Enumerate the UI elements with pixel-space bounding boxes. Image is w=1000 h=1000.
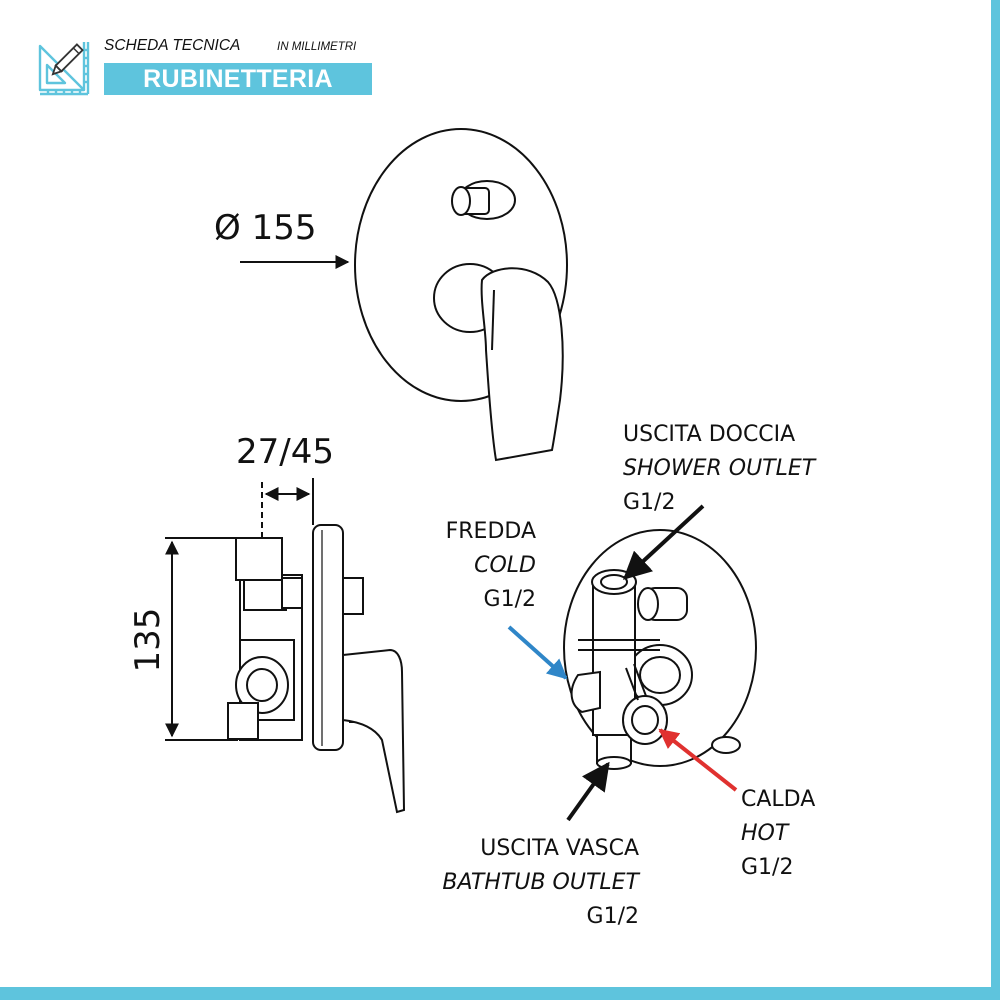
shower-outlet-thread: G1/2: [623, 490, 676, 515]
diameter-label: Ø 155: [214, 208, 317, 248]
cold-inlet-en: COLD: [474, 553, 536, 578]
iso-view: [563, 529, 757, 770]
cold-inlet-it: FREDDA: [445, 519, 536, 544]
front-view: [354, 128, 568, 462]
side-plate: [312, 524, 344, 751]
cold-inlet-label: FREDDA COLD G1/2: [446, 515, 536, 617]
unit-note: IN MILLIMETRI: [277, 41, 357, 53]
cold-inlet-arrow: [507, 625, 568, 680]
hot-inlet-arrow: [658, 728, 738, 792]
shower-outlet-en: SHOWER OUTLET: [623, 456, 816, 481]
hot-inlet-it: CALDA: [741, 787, 816, 812]
lever-handle: [480, 267, 564, 462]
depth-label: 27/45: [236, 432, 334, 472]
height-label: 135: [128, 607, 168, 673]
side-lever: [342, 648, 406, 814]
shower-outlet-label: USCITA DOCCIA SHOWER OUTLET G1/2: [623, 418, 815, 520]
bath-outlet-arrow: [566, 761, 610, 822]
hot-inlet-en: HOT: [741, 821, 789, 846]
shower-outlet-it: USCITA DOCCIA: [623, 422, 796, 447]
bath-outlet-label: USCITA VASCA BATHTUB OUTLET G1/2: [442, 832, 639, 934]
hot-inlet-label: CALDA HOT G1/2: [741, 783, 815, 885]
bath-outlet-thread: G1/2: [586, 904, 639, 929]
hot-inlet-thread: G1/2: [741, 855, 794, 880]
right-accent-bar: [991, 0, 1000, 1000]
cold-inlet-thread: G1/2: [483, 587, 536, 612]
bottom-accent-bar: [0, 987, 1000, 1000]
shower-outlet-arrow: [622, 504, 705, 580]
technical-drawing-icon: [38, 42, 90, 96]
sheet-title: SCHEDA TECNICA: [104, 37, 241, 54]
bath-outlet-en: BATHTUB OUTLET: [442, 870, 639, 895]
bath-outlet-it: USCITA VASCA: [480, 836, 639, 861]
side-view: [165, 478, 406, 814]
category-banner: RUBINETTERIA: [104, 63, 372, 95]
